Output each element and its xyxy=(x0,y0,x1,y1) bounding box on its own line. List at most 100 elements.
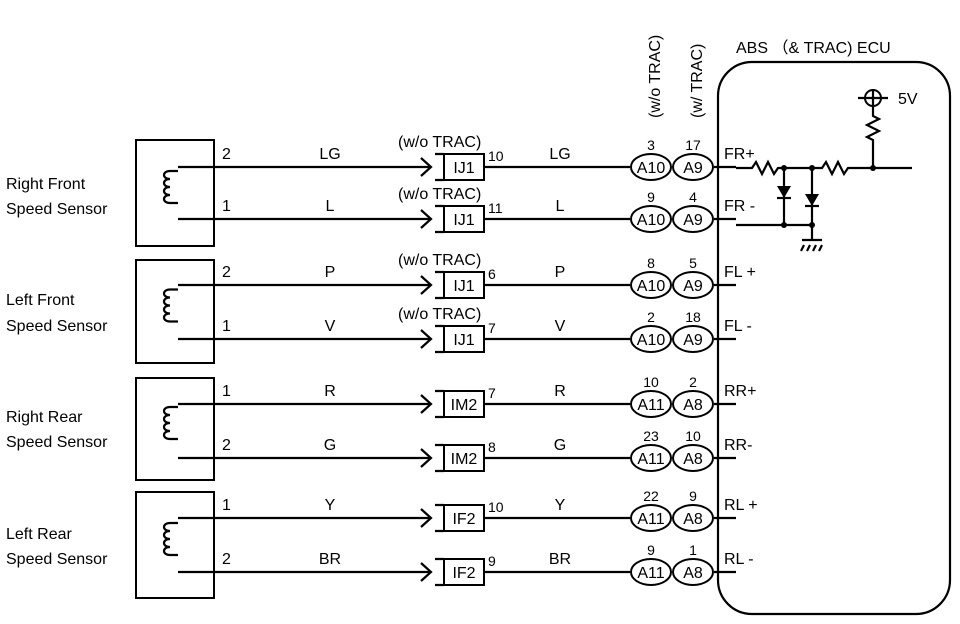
ecu-pin-b: 2 xyxy=(689,374,697,390)
wire-color-left: L xyxy=(326,198,335,215)
sensor-name: Speed Sensor xyxy=(6,434,108,451)
wire-color-left: G xyxy=(324,437,336,454)
ecu-connector-a xyxy=(630,325,672,353)
junction-connector xyxy=(443,271,485,299)
ecu-pin-b: 18 xyxy=(685,309,701,325)
ecu-connector-a xyxy=(630,205,672,233)
sensor-housing xyxy=(135,377,215,481)
junction-pin-number: 8 xyxy=(488,439,496,455)
junction-connector-label: IJ1 xyxy=(453,212,474,229)
wire-color-left: P xyxy=(325,264,336,281)
junction-connector-label: IJ1 xyxy=(453,332,474,349)
junction-connector xyxy=(443,153,485,181)
junction-pin-number: 7 xyxy=(488,320,496,336)
junction-connector xyxy=(443,390,485,418)
junction-pin-number: 7 xyxy=(488,385,496,401)
sensor-housing xyxy=(135,491,215,599)
sensor-pin-number: 1 xyxy=(222,497,231,514)
wire-color-right: L xyxy=(556,198,565,215)
ecu-pin-a: 9 xyxy=(647,542,655,558)
wire-color-left: R xyxy=(324,383,336,400)
ecu-pin-a: 8 xyxy=(647,255,655,271)
ecu-pin-b: 10 xyxy=(685,428,701,444)
ecu-connector-a xyxy=(630,390,672,418)
ecu-connector-a-label: A10 xyxy=(637,332,666,349)
ecu-connector-b-label: A9 xyxy=(683,278,703,295)
sensor-name: Right Front xyxy=(6,176,86,193)
ecu-connector-b xyxy=(672,153,714,181)
ecu-connector-a-label: A11 xyxy=(637,397,664,414)
junction-connector-label: IM2 xyxy=(451,451,478,468)
sensor-name: Speed Sensor xyxy=(6,201,108,218)
ecu-pin-a: 9 xyxy=(647,189,655,205)
ecu-connector-b-label: A8 xyxy=(683,565,703,582)
ecu-input-circuit: 5V xyxy=(736,89,918,252)
ecu-pin-b: 5 xyxy=(689,255,697,271)
connector-arrow-icon xyxy=(420,394,433,414)
wire-color-left: V xyxy=(325,318,336,335)
junction-pin-number: 11 xyxy=(488,200,503,216)
junction-connector xyxy=(443,325,485,353)
wire-color-left: Y xyxy=(325,497,336,514)
ecu-connector-a xyxy=(630,271,672,299)
connector-arrow-icon xyxy=(420,209,433,229)
sensor-name: Left Front xyxy=(6,292,75,309)
ecu-connector-b xyxy=(672,504,714,532)
ecu-terminal-label: FR+ xyxy=(724,146,755,163)
ecu-pin-a: 10 xyxy=(643,374,659,390)
junction-connector xyxy=(443,205,485,233)
ecu-connector-a xyxy=(630,444,672,472)
wire-color-right: Y xyxy=(555,497,566,514)
ecu-connector-a-label: A11 xyxy=(637,511,664,528)
ecu-connector-b-label: A9 xyxy=(683,212,703,229)
option-note: (w/o TRAC) xyxy=(398,306,481,323)
ecu-connector-b-label: A8 xyxy=(683,451,703,468)
ecu-pin-b: 4 xyxy=(689,189,697,205)
wire-color-right: V xyxy=(555,318,566,335)
sensor-pin-number: 1 xyxy=(222,318,231,335)
junction-connector-label: IJ1 xyxy=(453,160,474,177)
junction-connector xyxy=(443,558,485,586)
coil-icon xyxy=(162,288,178,323)
junction-connector xyxy=(443,504,485,532)
wire-color-right: P xyxy=(555,264,566,281)
sensor-pin-number: 2 xyxy=(222,551,231,568)
ecu-connector-a xyxy=(630,153,672,181)
ecu-connector-a-label: A11 xyxy=(637,565,664,582)
ecu-connector-b xyxy=(672,325,714,353)
ecu-connector-b xyxy=(672,558,714,586)
junction-pin-number: 10 xyxy=(488,148,504,164)
junction-pin-number: 9 xyxy=(488,553,496,569)
ecu-connector-b xyxy=(672,205,714,233)
ecu-connector-b xyxy=(672,444,714,472)
wire-color-right: BR xyxy=(549,551,571,568)
sensor-name: Speed Sensor xyxy=(6,551,108,568)
junction-pin-number: 6 xyxy=(488,266,496,282)
coil-icon xyxy=(162,405,178,441)
option-note: (w/o TRAC) xyxy=(398,252,481,269)
sensor-name: Left Rear xyxy=(6,526,72,543)
ecu-connector-a xyxy=(630,504,672,532)
ecu-terminal-label: FL - xyxy=(724,318,752,335)
ecu-terminal-label: FR - xyxy=(724,198,755,215)
ecu-terminal-label: RR+ xyxy=(724,383,756,400)
coil-icon xyxy=(162,169,178,205)
ecu-pin-a: 3 xyxy=(647,137,655,153)
ecu-pin-b: 9 xyxy=(689,488,697,504)
diode-2 xyxy=(805,194,819,206)
coil-icon xyxy=(162,521,178,557)
wire-color-left: BR xyxy=(319,551,341,568)
ecu-box xyxy=(716,60,952,616)
ecu-pin-b: 1 xyxy=(689,542,697,558)
ecu-pin-a: 2 xyxy=(647,309,655,325)
